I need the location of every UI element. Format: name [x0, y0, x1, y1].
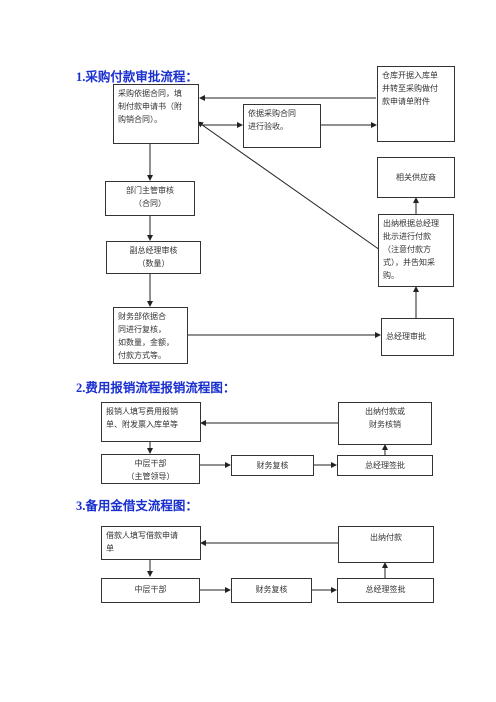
- box-expense-finance-review: 财务复核: [231, 455, 314, 476]
- box-loan-finance-review: 财务复核: [231, 578, 312, 603]
- box-expense-finance-review-text: 财务复核: [256, 461, 289, 470]
- box-vp-review: 副总经理审核 （数量）: [106, 241, 201, 274]
- box-expense-cashier: 出纳付款或 财务核销: [338, 402, 432, 445]
- box-expense-gm-sign-text: 总经理签批: [365, 461, 405, 470]
- section-2-title: 2.费用报销流程报销流程图：: [76, 381, 236, 395]
- box-finance-review-text: 财务部依据合 同进行复核， 如数量，金额， 付款方式等。: [118, 312, 174, 360]
- box-loan-cashier: 出纳付款: [338, 526, 434, 563]
- box-supplier: 相关供应商: [377, 157, 455, 198]
- box-gm-approval-text: 总经理审批: [386, 332, 426, 341]
- box-cashier-payment-text: 出纳根据总经理 批示进行付款 （注意付款方 式），并告知采 购。: [383, 219, 439, 280]
- box-loan-application: 借款人填写借款申请 单: [101, 526, 201, 560]
- box-gm-approval: 总经理审批: [381, 318, 454, 356]
- box-expense-cashier-text: 出纳付款或 财务核销: [365, 407, 405, 429]
- box-warehouse-receipt: 仓库开据入库单 并转至采购做付 款申请单附件: [377, 66, 455, 142]
- box-loan-cashier-text: 出纳付款: [370, 533, 402, 542]
- box-loan-middle-manager: 中层干部: [101, 578, 200, 603]
- box-warehouse-receipt-text: 仓库开据入库单 并转至采购做付 款申请单附件: [382, 71, 438, 106]
- box-purchase-apply: 采购依据合同，填 制付款申请书（附 购销合同）。: [113, 84, 199, 144]
- box-expense-middle-manager-text: 中层干部 （主管领导）: [126, 459, 175, 481]
- box-acceptance-text: 依据采购合同 进行验收。: [248, 109, 296, 131]
- box-expense-middle-manager: 中层干部 （主管领导）: [101, 454, 200, 484]
- box-expense-claim: 报销人填写费用报销 单、附发票入库单等: [101, 402, 201, 442]
- box-loan-middle-manager-text: 中层干部: [134, 585, 167, 594]
- box-loan-application-text: 借款人填写借款申请 单: [106, 531, 178, 553]
- box-dept-review-text: 部门主管审核 （合同）: [126, 186, 174, 208]
- box-purchase-apply-text: 采购依据合同，填 制付款申请书（附 购销合同）。: [118, 89, 182, 124]
- box-acceptance: 依据采购合同 进行验收。: [243, 104, 321, 148]
- box-loan-gm-sign: 总经理签批: [337, 578, 434, 603]
- section-3-title: 3.备用金借支流程图：: [76, 499, 198, 513]
- box-finance-review: 财务部依据合 同进行复核， 如数量，金额， 付款方式等。: [113, 307, 188, 364]
- box-cashier-payment: 出纳根据总经理 批示进行付款 （注意付款方 式），并告知采 购。: [378, 214, 454, 287]
- box-dept-review: 部门主管审核 （合同）: [105, 181, 195, 216]
- arrow-cashier-to-apply: [197, 121, 381, 251]
- box-expense-gm-sign: 总经理签批: [337, 455, 433, 476]
- box-loan-finance-review-text: 财务复核: [255, 585, 288, 594]
- section-1-title: 1.采购付款审批流程：: [76, 70, 198, 84]
- box-loan-gm-sign-text: 总经理签批: [365, 585, 406, 594]
- box-vp-review-text: 副总经理审核 （数量）: [129, 246, 178, 268]
- box-expense-claim-text: 报销人填写费用报销 单、附发票入库单等: [106, 407, 178, 429]
- box-supplier-text: 相关供应商: [396, 173, 436, 182]
